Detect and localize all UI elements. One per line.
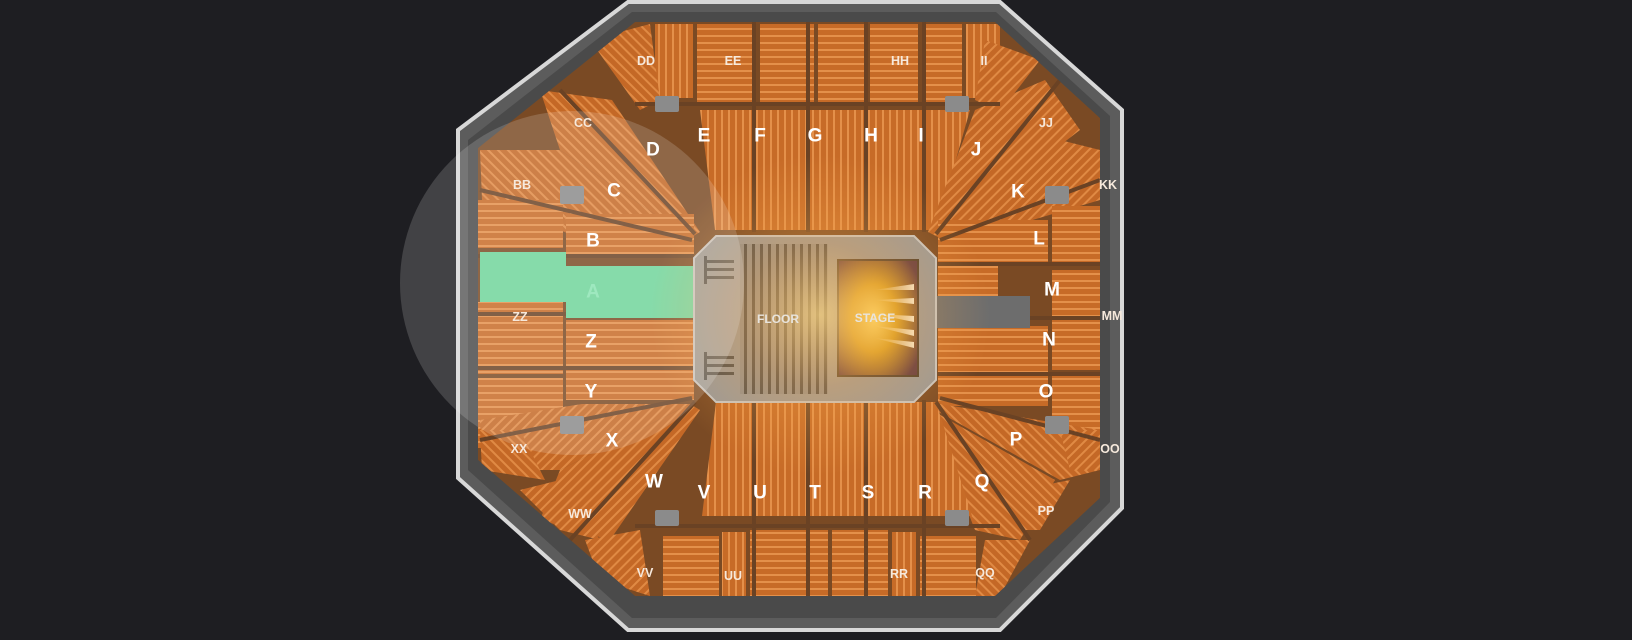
- section-label-VV[interactable]: VV: [637, 566, 654, 580]
- section-block-UU[interactable]: [722, 532, 746, 596]
- section-block-P[interactable]: [935, 404, 1100, 480]
- section-block-QQ[interactable]: [975, 540, 1030, 596]
- section-label-ZZ[interactable]: ZZ: [512, 310, 528, 324]
- section-label-L[interactable]: L: [1033, 229, 1045, 250]
- section-label-KK[interactable]: KK: [1099, 178, 1117, 192]
- section-label-I[interactable]: I: [918, 126, 923, 147]
- section-label-Q[interactable]: Q: [975, 472, 990, 493]
- section-block-K[interactable]: [940, 140, 1100, 246]
- section-block-PP[interactable]: [1010, 480, 1070, 530]
- section-block-OO[interactable]: [1060, 430, 1100, 470]
- section-label-R[interactable]: R: [918, 483, 932, 504]
- section-label-A[interactable]: A: [586, 282, 600, 303]
- section-label-O[interactable]: O: [1039, 382, 1054, 403]
- section-label-MM[interactable]: MM: [1102, 309, 1123, 323]
- section-block-DD[interactable]: [655, 24, 693, 98]
- section-block-X[interactable]: [480, 404, 690, 470]
- section-label-X[interactable]: X: [606, 431, 619, 452]
- section-label-N[interactable]: N: [1042, 330, 1056, 351]
- stage-label: STAGE: [855, 311, 895, 325]
- section-label-M[interactable]: M: [1044, 280, 1060, 301]
- section-label-Z[interactable]: Z: [585, 332, 597, 353]
- section-label-EE[interactable]: EE: [725, 54, 742, 68]
- section-label-Y[interactable]: Y: [585, 382, 598, 403]
- section-label-HH[interactable]: HH: [891, 54, 909, 68]
- section-label-OO[interactable]: OO: [1100, 442, 1120, 456]
- section-label-E[interactable]: E: [698, 126, 711, 147]
- section-label-XX[interactable]: XX: [511, 442, 528, 456]
- section-block-XX[interactable]: [480, 430, 545, 480]
- section-label-V[interactable]: V: [698, 483, 711, 504]
- section-block-EE[interactable]: [697, 24, 755, 104]
- section-label-S[interactable]: S: [862, 483, 875, 504]
- section-label-PP[interactable]: PP: [1038, 504, 1055, 518]
- section-block-RR[interactable]: [892, 532, 916, 596]
- section-label-BB[interactable]: BB: [513, 178, 531, 192]
- floor-label: FLOOR: [757, 312, 799, 326]
- section-label-II[interactable]: II: [981, 54, 988, 68]
- section-block-D[interactable]: [540, 90, 700, 238]
- focus-spotlight: [400, 111, 744, 455]
- section-label-DD[interactable]: DD: [637, 54, 655, 68]
- section-label-C[interactable]: C: [607, 181, 621, 202]
- section-block-WW[interactable]: [520, 480, 600, 540]
- section-label-F[interactable]: F: [754, 126, 766, 147]
- section-label-JJ[interactable]: JJ: [1039, 116, 1053, 130]
- section-label-UU[interactable]: UU: [724, 569, 742, 583]
- section-label-B[interactable]: B: [586, 231, 600, 252]
- section-label-G[interactable]: G: [808, 126, 823, 147]
- section-label-CC[interactable]: CC: [574, 116, 592, 130]
- section-block-HH[interactable]: [870, 24, 918, 104]
- section-label-J[interactable]: J: [971, 140, 982, 161]
- section-block-A[interactable]: [480, 252, 694, 318]
- section-label-W[interactable]: W: [645, 472, 663, 493]
- section-label-D[interactable]: D: [646, 140, 660, 161]
- section-label-K[interactable]: K: [1011, 182, 1025, 203]
- section-label-WW[interactable]: WW: [568, 507, 592, 521]
- section-label-T[interactable]: T: [809, 483, 821, 504]
- stage-glow: [650, 155, 990, 475]
- section-label-RR[interactable]: RR: [890, 567, 908, 581]
- section-label-QQ[interactable]: QQ: [975, 566, 995, 580]
- section-label-P[interactable]: P: [1010, 430, 1023, 451]
- section-label-U[interactable]: U: [753, 483, 767, 504]
- section-label-H[interactable]: H: [864, 126, 878, 147]
